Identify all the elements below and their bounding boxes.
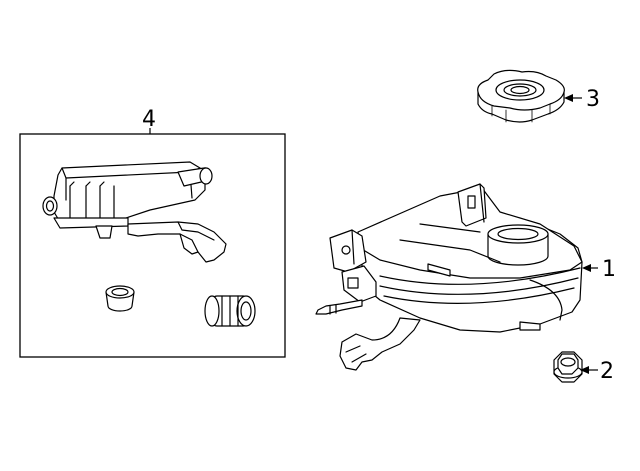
callout-1: 1 — [602, 257, 616, 282]
seal — [204, 295, 256, 327]
callout-arrows — [564, 94, 598, 374]
level-sensor — [42, 161, 227, 263]
callout-2: 2 — [600, 359, 614, 384]
reservoir — [315, 183, 583, 371]
nut — [553, 351, 583, 383]
grommet — [105, 285, 135, 312]
callout-4: 4 — [142, 107, 156, 132]
callout-3: 3 — [586, 87, 600, 112]
reservoir-cap — [477, 69, 565, 123]
sensor-kit-frame — [19, 133, 286, 358]
